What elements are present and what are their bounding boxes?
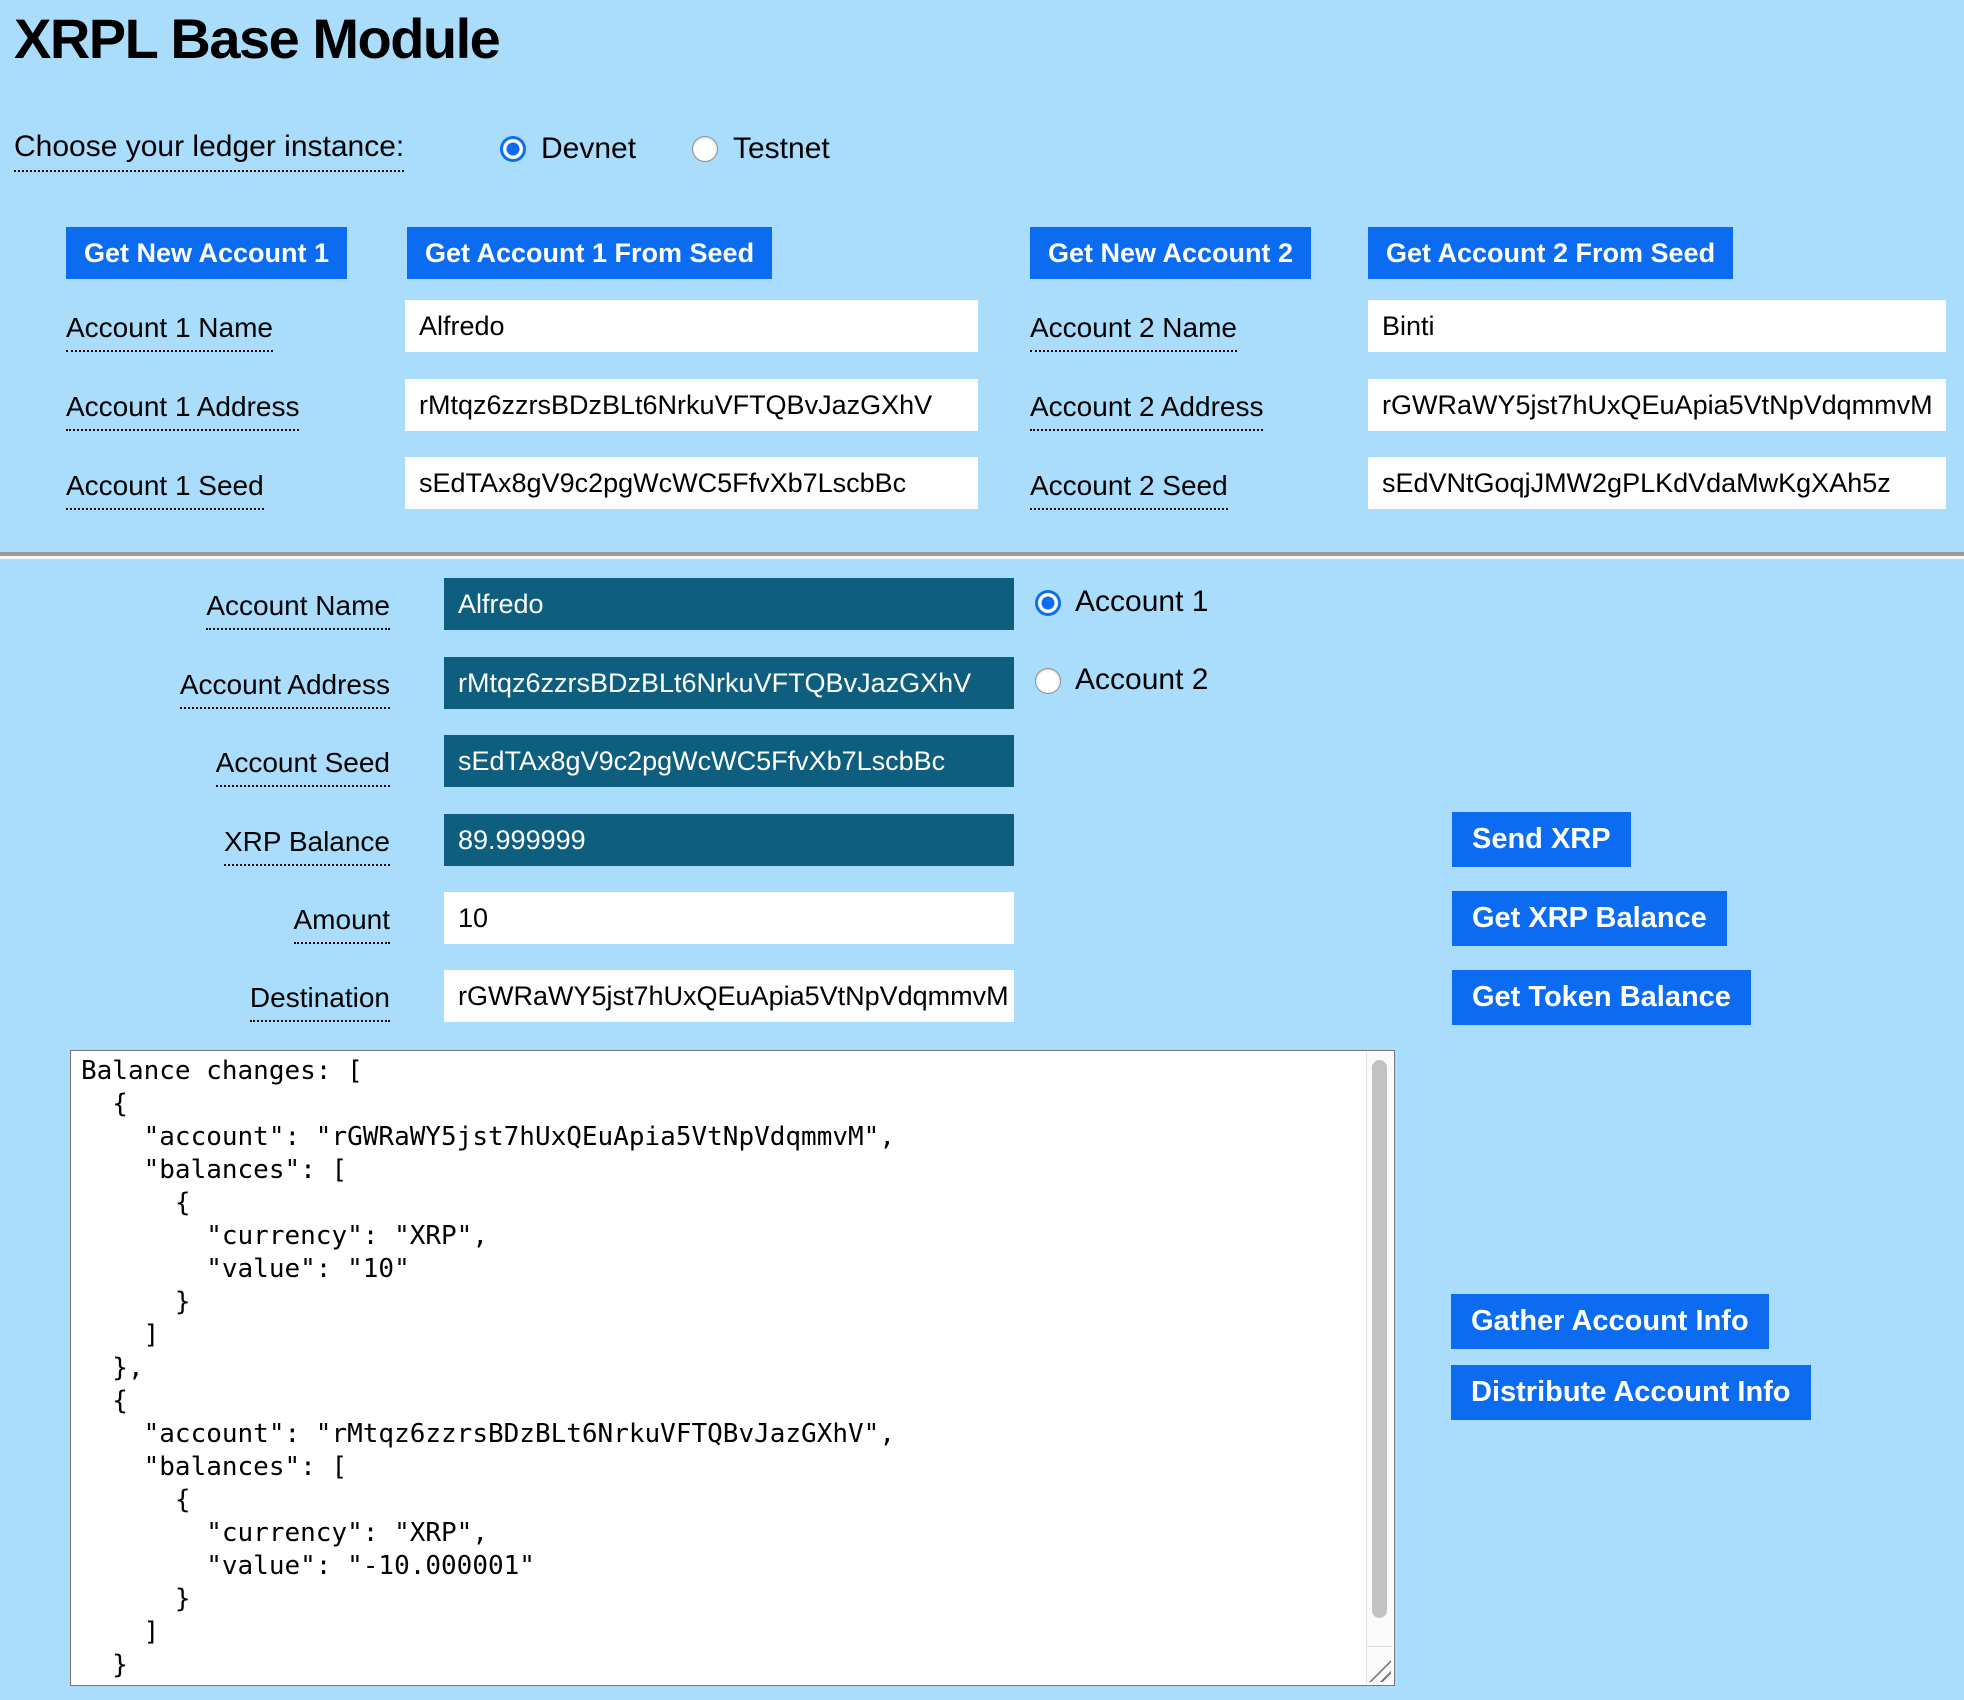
destination-label-wrap: Destination	[0, 982, 390, 1022]
section-divider	[0, 552, 1964, 556]
account1-seed-label: Account 1 Seed	[66, 470, 264, 510]
account2-name-input[interactable]	[1368, 300, 1946, 352]
account2-address-label: Account 2 Address	[1030, 391, 1264, 431]
account1-address-label-wrap: Account 1 Address	[66, 391, 300, 431]
account1-seed-input[interactable]	[405, 457, 978, 509]
active-seed-label-wrap: Account Seed	[0, 747, 390, 787]
amount-label-wrap: Amount	[0, 904, 390, 944]
account1-name-label-wrap: Account 1 Name	[66, 312, 273, 352]
devnet-radio[interactable]	[500, 136, 526, 162]
account2-address-label-wrap: Account 2 Address	[1030, 391, 1264, 431]
active-name-label-wrap: Account Name	[0, 590, 390, 630]
destination-input[interactable]	[444, 970, 1014, 1022]
active-account-address-field[interactable]	[444, 657, 1014, 709]
get-account2-from-seed-button[interactable]: Get Account 2 From Seed	[1368, 227, 1734, 279]
account1-name-label: Account 1 Name	[66, 312, 273, 352]
account2-name-label: Account 2 Name	[1030, 312, 1237, 352]
testnet-radio[interactable]	[692, 136, 718, 162]
results-textarea[interactable]: Balance changes: [ { "account": "rGWRaWY…	[70, 1050, 1395, 1686]
active-seed-label: Account Seed	[215, 747, 390, 787]
account1-radio-label[interactable]: Account 1	[1075, 585, 1209, 618]
account1-address-label: Account 1 Address	[66, 391, 300, 431]
account2-name-label-wrap: Account 2 Name	[1030, 312, 1237, 352]
results-scrollbar-thumb[interactable]	[1372, 1060, 1387, 1618]
active-account-name-field[interactable]	[444, 578, 1014, 630]
account2-radio-label[interactable]: Account 2	[1075, 663, 1209, 696]
get-account1-from-seed-button[interactable]: Get Account 1 From Seed	[407, 227, 773, 279]
xrp-balance-label: XRP Balance	[223, 826, 390, 866]
account2-seed-label: Account 2 Seed	[1030, 470, 1228, 510]
active-name-label: Account Name	[206, 590, 390, 630]
amount-label: Amount	[293, 904, 390, 944]
results-text: Balance changes: [ { "account": "rGWRaWY…	[81, 1056, 895, 1680]
ledger-chooser-label-wrap: Choose your ledger instance:	[14, 130, 405, 172]
xrp-balance-field[interactable]	[444, 814, 1014, 866]
devnet-radio-label[interactable]: Devnet	[541, 132, 637, 165]
active-address-label: Account Address	[179, 669, 390, 709]
active-account-seed-field[interactable]	[444, 735, 1014, 787]
testnet-radio-label[interactable]: Testnet	[733, 132, 830, 165]
get-xrp-balance-button[interactable]: Get XRP Balance	[1452, 891, 1727, 946]
account1-name-input[interactable]	[405, 300, 978, 352]
get-new-account2-button[interactable]: Get New Account 2	[1030, 227, 1312, 279]
amount-input[interactable]	[444, 892, 1014, 944]
gather-account-info-button[interactable]: Gather Account Info	[1451, 1294, 1769, 1349]
account2-address-input[interactable]	[1368, 379, 1946, 431]
account1-seed-label-wrap: Account 1 Seed	[66, 470, 264, 510]
get-new-account1-button[interactable]: Get New Account 1	[66, 227, 348, 279]
account1-address-input[interactable]	[405, 379, 978, 431]
get-token-balance-button[interactable]: Get Token Balance	[1452, 970, 1751, 1025]
xrp-balance-label-wrap: XRP Balance	[0, 826, 390, 866]
distribute-account-info-button[interactable]: Distribute Account Info	[1451, 1365, 1811, 1420]
ledger-chooser-label: Choose your ledger instance:	[14, 130, 405, 172]
send-xrp-button[interactable]: Send XRP	[1452, 812, 1631, 867]
active-address-label-wrap: Account Address	[0, 669, 390, 709]
destination-label: Destination	[249, 982, 390, 1022]
account2-radio[interactable]	[1035, 668, 1061, 694]
results-scrollbar-track[interactable]	[1366, 1052, 1393, 1647]
account2-seed-input[interactable]	[1368, 457, 1946, 509]
account2-seed-label-wrap: Account 2 Seed	[1030, 470, 1228, 510]
page-title: XRPL Base Module	[14, 7, 501, 70]
account1-radio[interactable]	[1035, 590, 1061, 616]
